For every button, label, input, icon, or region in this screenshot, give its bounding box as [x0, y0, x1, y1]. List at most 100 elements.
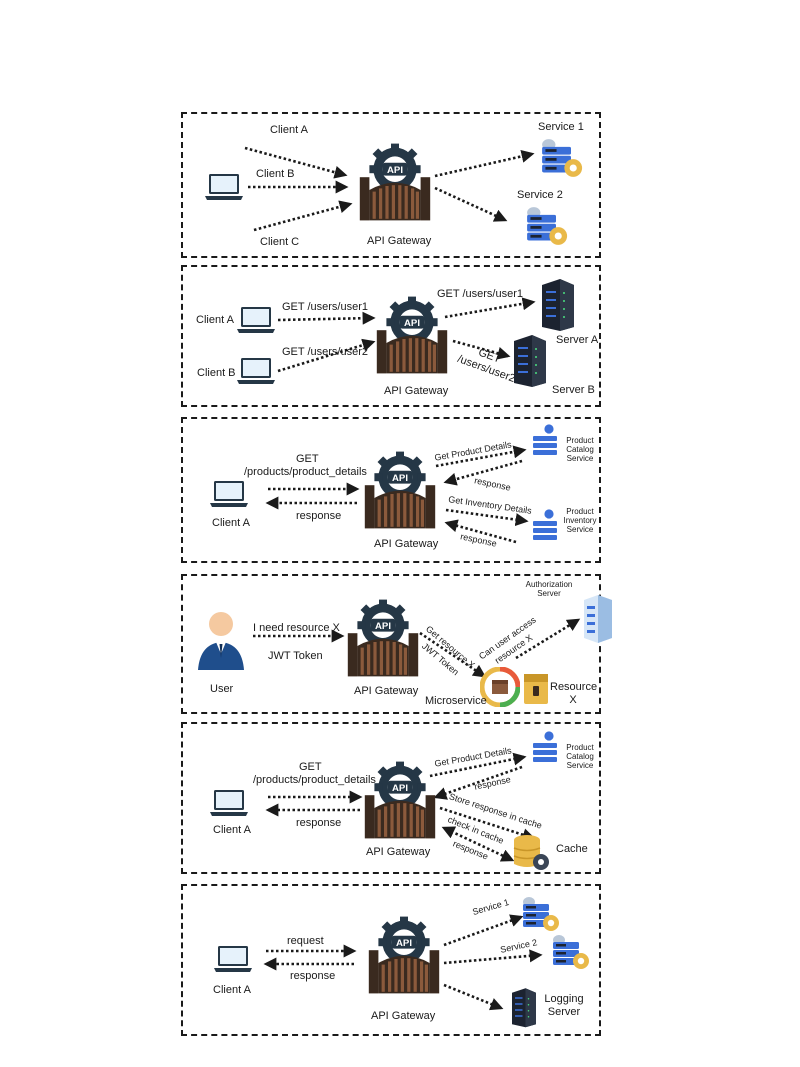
service2-label: Service 2: [517, 189, 563, 201]
jwt-token-label: JWT Token: [268, 650, 323, 662]
microservice-icon: [480, 667, 520, 707]
arrow-gateway-service2: [443, 949, 543, 965]
inventory-line3: Service: [566, 525, 594, 535]
client-label: Client A: [212, 517, 250, 529]
panel-authorization: [181, 574, 601, 714]
api-gateway-icon: [343, 598, 423, 678]
client-a-label: Client A: [270, 124, 308, 136]
service-stack-icon: [518, 896, 562, 932]
auth-line1: Authorization: [525, 580, 573, 589]
cache-label: Cache: [556, 843, 588, 855]
inventory-line1: Product: [566, 507, 594, 516]
inventory-line2: Inventory: [563, 516, 597, 526]
get-label: GET: [296, 453, 319, 465]
laptop-icon: [236, 356, 276, 386]
auth-line2: Server: [537, 589, 561, 599]
arrow-gateway-service1: [443, 914, 524, 947]
panel-caching: [181, 722, 601, 874]
catalog-service-label: Product Catalog Service: [562, 436, 598, 464]
service1-label: Service 1: [538, 121, 584, 133]
client-b-label: Client B: [197, 367, 236, 379]
request-user2-label: GET /users/user2: [282, 346, 368, 358]
get-label: GET: [299, 761, 322, 773]
arrow-gateway-cache: [439, 806, 536, 841]
api-gateway-icon: [360, 760, 440, 840]
laptop-icon: [236, 305, 276, 335]
server-rack-icon: [538, 277, 578, 331]
path-label: /products/product_details: [253, 774, 376, 786]
service-stack-icon: [522, 206, 570, 246]
logging-server-label: Logging Server: [540, 993, 588, 1018]
api-gateway-icon: [360, 450, 440, 530]
path-label: /products/product_details: [244, 466, 367, 478]
authorization-server-label: Authorization Server: [522, 580, 576, 598]
server-b-label: Server B: [552, 384, 595, 396]
api-gateway-icon: [372, 295, 452, 375]
authorization-server-icon: [584, 595, 612, 643]
route-user1-label: GET /users/user1: [437, 288, 523, 300]
request-label: request: [287, 935, 324, 947]
inventory-service-label: Product Inventory Service: [559, 507, 601, 535]
logging-server-icon: [509, 985, 539, 1029]
api-gateway-icon: [355, 142, 435, 222]
service-stack-icon: [548, 934, 592, 970]
arrow-microservice-auth: [515, 618, 581, 660]
response-label: response: [296, 510, 342, 522]
user-label: User: [210, 683, 234, 695]
panel-aggregation: [181, 417, 601, 563]
laptop-icon: [209, 788, 249, 818]
catalog-line1: Product: [566, 743, 594, 752]
panel-basic-routing: [181, 112, 601, 258]
arrow-gateway-inventory: [445, 508, 529, 527]
gateway-label: API Gateway: [366, 846, 431, 858]
client-a-label: Client A: [196, 314, 234, 326]
resource-line1: Resource: [550, 681, 598, 693]
client-label: Client A: [213, 824, 251, 836]
arrow-gateway-server-a: [444, 297, 536, 319]
arrow-client-a-gateway: [244, 146, 348, 179]
server-rack-icon: [510, 333, 550, 387]
gateway-label: API Gateway: [374, 538, 439, 550]
gateway-label: API Gateway: [371, 1010, 436, 1022]
client-b-label: Client B: [256, 168, 295, 180]
gateway-label: API Gateway: [367, 235, 432, 247]
catalog-line3: Service: [566, 761, 594, 771]
arrow-gateway-service1: [434, 149, 535, 178]
response-label: response: [296, 817, 342, 829]
catalog-service-label: Product Catalog Service: [562, 743, 598, 771]
arrow-client-a-gateway: [277, 311, 376, 325]
laptop-icon: [213, 944, 253, 974]
gateway-label: API Gateway: [354, 685, 419, 697]
client-label: Client A: [213, 984, 251, 996]
logging-line2: Server: [547, 1005, 581, 1018]
logging-line1: Logging: [544, 993, 584, 1005]
gateway-label: API Gateway: [384, 385, 449, 397]
catalog-line1: Product: [566, 436, 594, 445]
laptop-icon: [204, 172, 244, 202]
catalog-line3: Service: [566, 454, 594, 464]
inventory-service-icon: [530, 508, 560, 542]
request-user1-label: GET /users/user1: [282, 301, 368, 313]
user-avatar-icon: [198, 612, 244, 670]
resource-line2: X: [569, 693, 577, 706]
resource-lock-icon: [524, 674, 548, 704]
catalog-service-icon: [530, 730, 560, 764]
arrow-gateway-logging: [443, 983, 504, 1011]
arrow-client-c-gateway: [253, 200, 353, 232]
resource-x-label: Resource X: [550, 681, 598, 706]
server-a-label: Server A: [556, 334, 599, 346]
panel-request-routing: [181, 265, 601, 407]
client-c-label: Client C: [260, 236, 300, 248]
arrow-gateway-service2: [434, 186, 508, 222]
need-resource-label: I need resource X: [253, 622, 340, 634]
catalog-line2: Catalog: [566, 752, 594, 762]
api-gateway-icon: [364, 915, 444, 995]
catalog-line2: Catalog: [566, 445, 594, 455]
microservice-label: Microservice: [425, 695, 487, 707]
cache-database-icon: [513, 835, 549, 870]
catalog-service-icon: [530, 423, 560, 457]
laptop-icon: [209, 479, 249, 509]
arrow-catalog-gateway: [433, 765, 523, 800]
arrow-catalog-gateway: [443, 459, 523, 486]
